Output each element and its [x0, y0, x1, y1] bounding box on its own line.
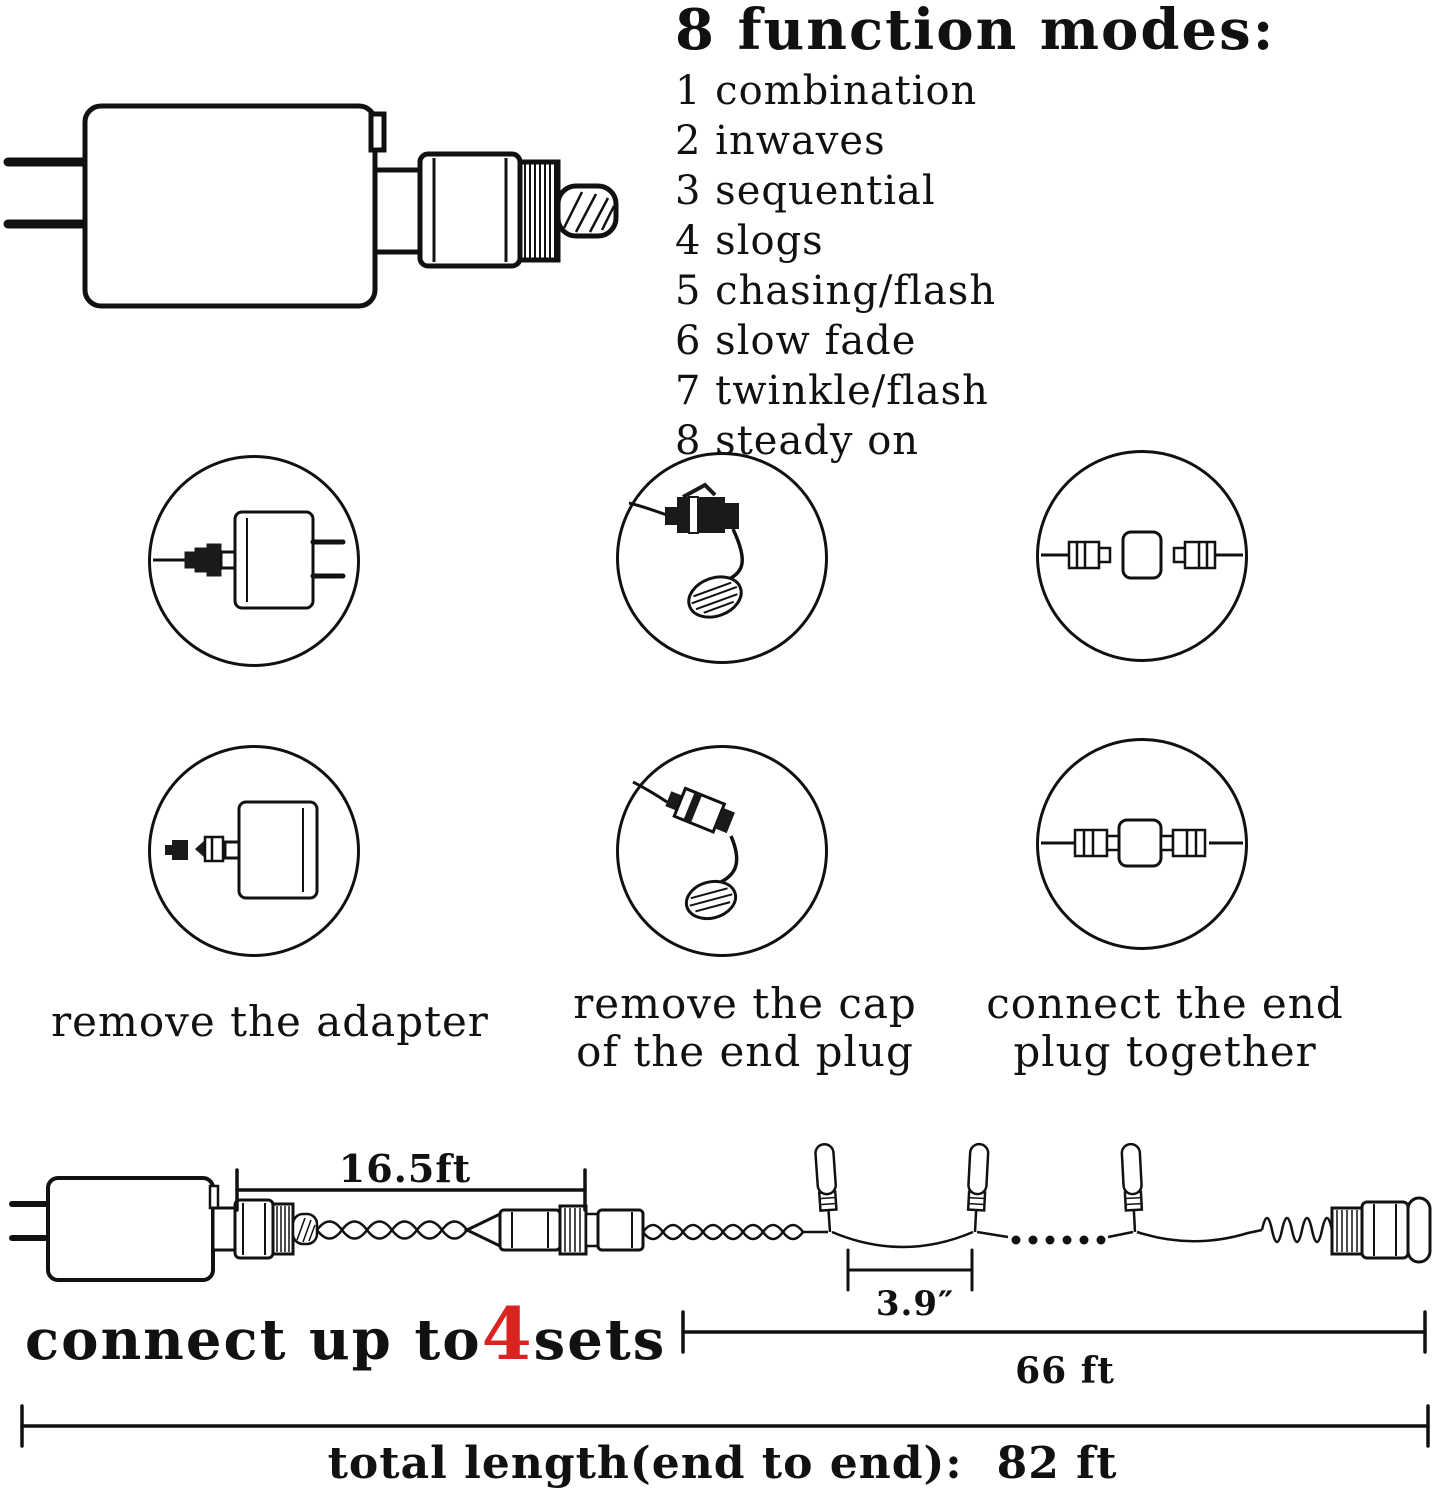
adapter-removed-illustration: [165, 800, 319, 900]
removed-piece: [165, 840, 188, 860]
diagram-adapter: [9, 1176, 319, 1282]
adapter-connector: [372, 151, 619, 269]
mode-item-6: 6 slow fade: [675, 318, 917, 364]
light-string: [831, 1228, 1263, 1249]
wire: [632, 780, 668, 804]
dimension-66ft: [681, 1310, 1427, 1354]
adapter-body: [82, 103, 387, 309]
prongs: [310, 539, 346, 579]
string-lights-diagram: [9, 1142, 1432, 1448]
step-circle-adapter-attached: [148, 455, 360, 667]
plug: [184, 543, 222, 577]
connect-prefix: connect up to: [25, 1307, 482, 1373]
wire: [628, 501, 668, 517]
bulb: [966, 1142, 990, 1233]
segment-length-label: 16.5ft: [338, 1146, 472, 1191]
modes-title: 8 function modes:: [675, 0, 1276, 63]
caption-connect-plug-line2: plug together: [1013, 1027, 1317, 1076]
connect-up-to-sets: connect up to 4 sets: [25, 1291, 667, 1376]
adapter-prongs: [3, 157, 90, 229]
cap: [687, 575, 743, 619]
cap: [684, 879, 738, 921]
coil-wire: [1260, 1216, 1334, 1244]
coupler: [1121, 530, 1163, 580]
mode-item-3: 3 sequential: [675, 168, 936, 214]
total-length-text: total length(end to end):: [327, 1438, 963, 1489]
dimension-spacing: [846, 1248, 974, 1292]
mode-item-5: 5 chasing/flash: [675, 268, 997, 314]
endplug-capped-illustration: [628, 482, 744, 619]
left-plug: [1073, 828, 1121, 858]
step-circle-endplugs-apart: [1036, 450, 1248, 662]
cap-leash: [724, 528, 744, 583]
mode-item-2: 2 inwaves: [675, 118, 886, 164]
bulb: [1120, 1142, 1144, 1233]
plug-piece: [195, 835, 225, 863]
mode-item-4: 4 slogs: [675, 218, 824, 264]
cap-removed-illustration: [632, 780, 739, 921]
dimension-total: [20, 1404, 1430, 1448]
step-circle-endplug-capped: [616, 452, 828, 664]
step-circle-cap-removed: [616, 745, 828, 957]
adapter: [223, 800, 319, 900]
end-plug: [665, 482, 739, 534]
coupler: [1117, 818, 1163, 868]
twisted-wire-2: [641, 1223, 828, 1241]
step-circle-adapter-removed: [148, 745, 360, 957]
right-plug: [1172, 540, 1217, 570]
mode-item-1: 1 combination: [675, 68, 978, 114]
end-connector: [1330, 1196, 1432, 1264]
caption-remove-cap-line2: of the end plug: [576, 1027, 914, 1076]
mid-connector: [463, 1204, 645, 1256]
caption-remove-cap: remove the cap of the end plug: [545, 980, 945, 1076]
connect-number: 4: [481, 1291, 534, 1376]
string-length-label: 66 ft: [1015, 1350, 1115, 1392]
endplugs-joined-illustration: [1041, 818, 1243, 868]
right-plug: [1159, 828, 1207, 858]
cap-leash: [716, 835, 739, 886]
caption-connect-plug: connect the end plug together: [965, 980, 1365, 1076]
modes-list: 1 combination 2 inwaves 3 sequential 4 s…: [675, 66, 1275, 466]
mode-item-7: 7 twinkle/flash: [675, 368, 989, 414]
end-plug: [665, 786, 735, 834]
power-adapter-illustration: [3, 103, 619, 309]
bulb-spacing-label: 3.9″: [875, 1284, 955, 1324]
left-plug: [1067, 540, 1112, 570]
total-length-value: 82 ft: [996, 1438, 1118, 1489]
caption-remove-cap-line1: remove the cap: [573, 979, 917, 1028]
function-modes: 8 function modes: 1 combination 2 inwave…: [675, 2, 1275, 466]
caption-connect-plug-line1: connect the end: [986, 979, 1344, 1028]
caption-remove-adapter: remove the adapter: [51, 997, 489, 1046]
bulb: [814, 1142, 838, 1233]
total-length-label: total length(end to end): 82 ft: [0, 1438, 1445, 1489]
twisted-wire-1: [315, 1220, 469, 1240]
step-circle-endplugs-joined: [1036, 738, 1248, 950]
connect-suffix: sets: [533, 1307, 667, 1373]
adapter-attached-illustration: [153, 510, 346, 610]
continuation-dots: [1011, 1235, 1106, 1245]
endplugs-apart-illustration: [1041, 530, 1243, 580]
adapter: [219, 510, 315, 610]
dimension-16ft: [235, 1168, 587, 1212]
